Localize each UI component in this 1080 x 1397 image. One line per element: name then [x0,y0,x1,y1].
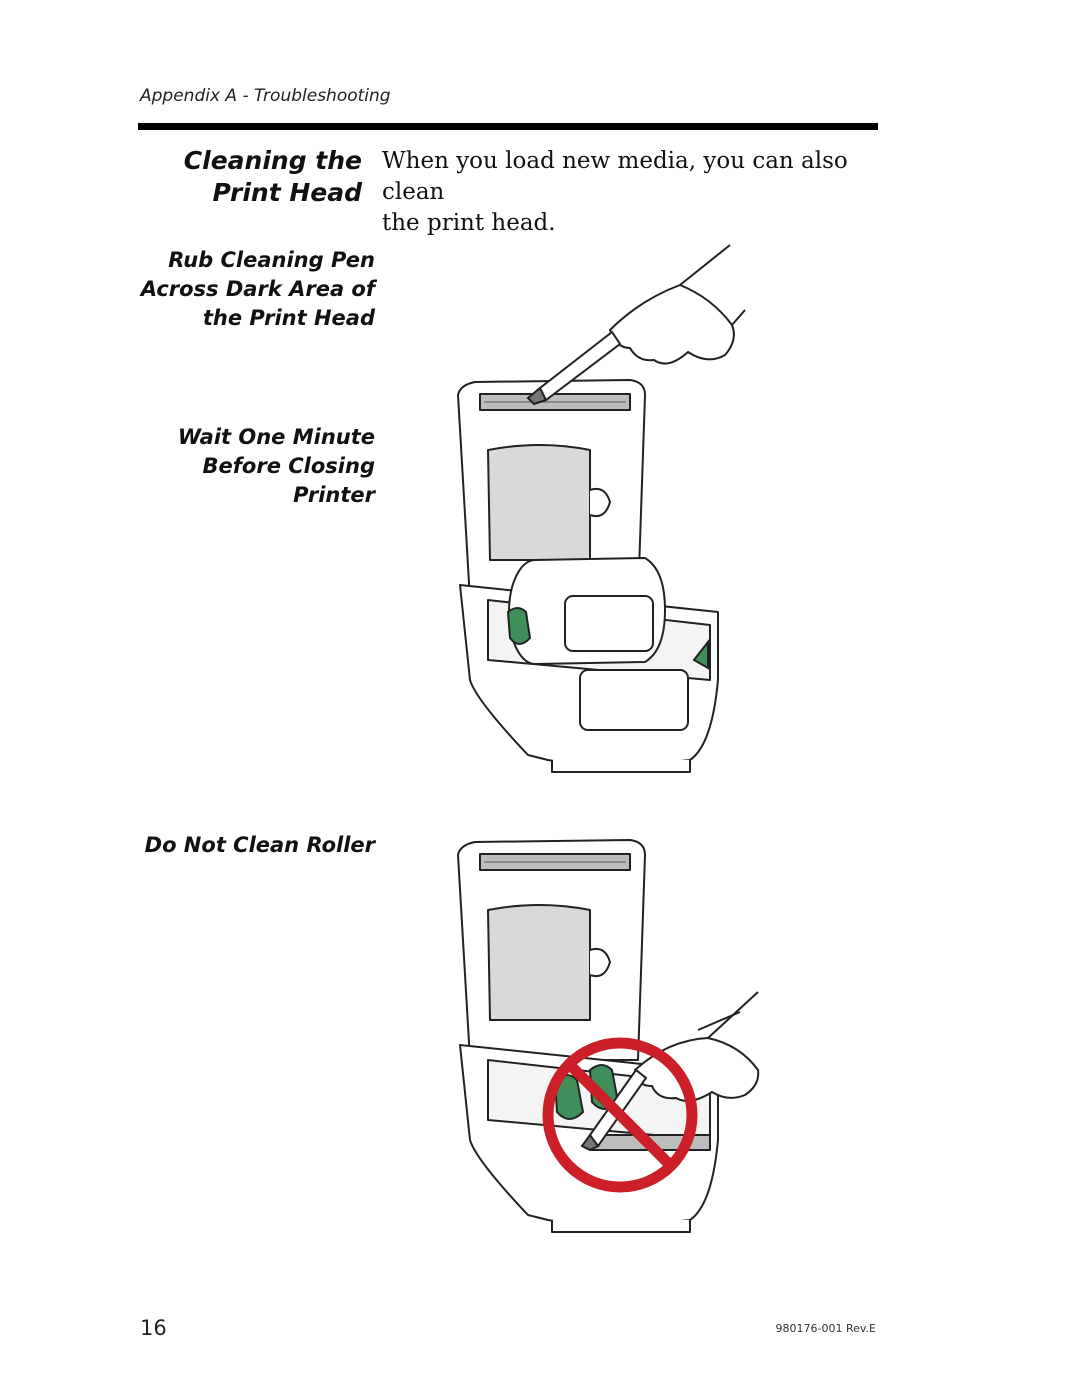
caption-rub-cleaning-pen: Rub Cleaning Pen Across Dark Area of the… [141,246,375,333]
caption-line: the Print Head [202,306,375,330]
hand-icon [608,244,746,365]
caption-line: Before Closing [202,454,375,478]
intro-line-1: When you load new media, you can also cl… [382,148,848,205]
caption-wait-one-minute: Wait One Minute Before Closing Printer [178,423,375,510]
figure-do-not-clean-roller [457,839,760,1233]
header-rule [138,123,878,130]
section-title-line-1: Cleaning the [183,146,362,175]
caption-line: Printer [293,483,375,507]
intro-line-2: the print head. [382,210,556,236]
section-title-line-2: Print Head [212,178,362,207]
media-roll-icon [506,556,709,731]
printer-icon [457,839,719,1233]
document-id: 980176-001 Rev.E [775,1322,876,1335]
cleaning-pen-icon [526,330,622,406]
caption-line: Across Dark Area of [140,277,375,301]
running-head: Appendix A - Troubleshooting [140,86,391,106]
section-title: Cleaning the Print Head [184,145,362,209]
caption-do-not-clean-roller: Do Not Clean Roller [144,833,375,857]
page-number: 16 [140,1316,167,1340]
caption-line: Rub Cleaning Pen [168,248,375,272]
spindle-icon [506,607,532,645]
prohibition-icon [542,1037,698,1193]
caption-line: Wait One Minute [177,425,375,449]
figure-clean-print-head [457,244,746,773]
intro-text: When you load new media, you can also cl… [382,146,882,239]
